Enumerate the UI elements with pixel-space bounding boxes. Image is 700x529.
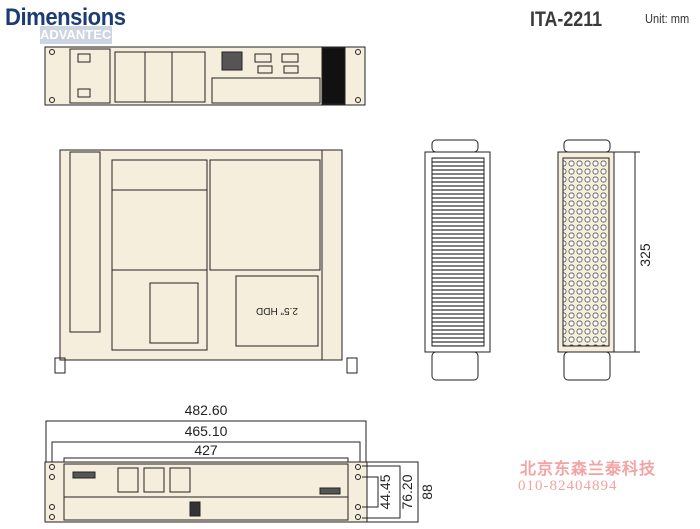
height-rack-dimension: 44.45 [377, 474, 393, 509]
advantech-watermark: ADVANTECH [40, 26, 121, 44]
width-mount-dimension: 465.10 [185, 423, 228, 439]
width-overall-dimension: 482.60 [185, 402, 228, 418]
unit-label: Unit: mm [645, 11, 690, 26]
height-76-dimension: 76.20 [399, 474, 415, 509]
company-watermark: 北京东森兰泰科技 [520, 461, 657, 478]
phone-watermark: 010-82404894 [518, 478, 618, 494]
top-view: 2.5" HDD [54, 149, 358, 374]
model-name: ITA-2211 [530, 8, 603, 31]
front-view-dimensioned: 482.60 465.10 427 44.45 76.20 88 [44, 402, 435, 523]
height-overall-dimension: 88 [419, 484, 435, 500]
side-view [424, 139, 491, 381]
rear-view: 325 [557, 139, 653, 381]
hdd-label: 2.5" HDD [256, 305, 298, 316]
front-view-top [44, 46, 366, 106]
width-chassis-dimension: 427 [194, 442, 218, 458]
depth-dimension: 325 [637, 243, 653, 267]
